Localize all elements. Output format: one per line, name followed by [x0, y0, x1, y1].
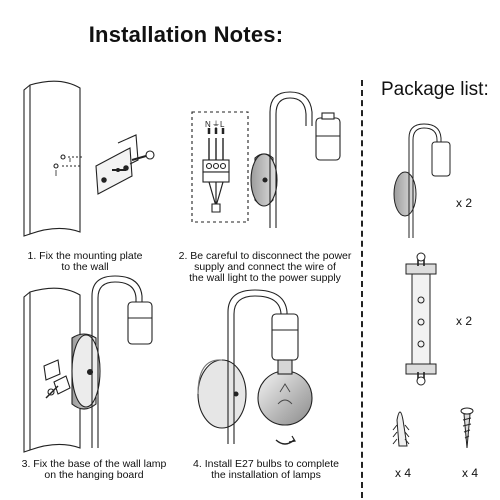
step1-caption-line1: 1. Fix the mounting plate: [27, 250, 143, 262]
terminal-label-l: L: [220, 120, 225, 129]
step2-caption: 2. Be careful to disconnect the power su…: [170, 251, 360, 284]
step2-caption-line3: the wall light to the power supply: [189, 272, 341, 284]
step3-caption-line1: 3. Fix the base of the wall lamp: [21, 458, 167, 470]
step1-caption: 1. Fix the mounting plate to the wall: [10, 251, 160, 273]
step4-disc: [197, 359, 247, 429]
step1-illustration: [23, 80, 155, 237]
step3-illustration: [23, 275, 153, 453]
package-screw: [460, 407, 474, 449]
step2-caption-line1: 2. Be careful to disconnect the power: [178, 250, 352, 262]
step4-socket: [271, 313, 299, 361]
terminal-label-ground: ⏚: [212, 120, 220, 129]
step3-arm: [91, 275, 143, 448]
package-list-title: Package list:: [381, 79, 489, 100]
step2-illustration: [191, 91, 341, 228]
step4-caption-line2: the installation of lamps: [211, 469, 321, 481]
page-title: Installation Notes:: [88, 22, 284, 47]
package-lamp-qty: x 2: [456, 196, 473, 210]
step1-screw: [131, 155, 147, 161]
package-anchor: [392, 411, 410, 447]
dashed-divider: [361, 80, 363, 498]
package-plate: [405, 252, 437, 386]
step1-caption-line2: to the wall: [61, 261, 109, 273]
step3-plate-small: [43, 359, 61, 381]
step3-caption-line2: on the hanging board: [44, 469, 144, 481]
step2-caption-line2: supply and connect the wire of: [194, 261, 336, 273]
step4-caption-line1: 4. Install E27 bulbs to complete: [193, 458, 339, 470]
step3-caption: 3. Fix the base of the wall lamp on the …: [14, 459, 174, 481]
step4-arm: [227, 289, 288, 444]
step4-illustration: [197, 289, 313, 445]
step2-arm: [269, 91, 313, 228]
package-screw-qty: x 4: [462, 466, 479, 480]
package-anchor-qty: x 4: [395, 466, 412, 480]
step2-wall: [191, 111, 249, 223]
terminal-block: [202, 159, 230, 183]
step1-wall: [29, 80, 81, 235]
step4-caption: 4. Install E27 bulbs to complete the ins…: [176, 459, 356, 481]
bulb: [257, 370, 313, 426]
package-plate-qty: x 2: [456, 314, 473, 328]
package-lamp: [393, 123, 451, 238]
step2-socket: [315, 117, 341, 161]
step3-socket: [127, 301, 153, 345]
terminal-label-n: N: [205, 120, 211, 129]
